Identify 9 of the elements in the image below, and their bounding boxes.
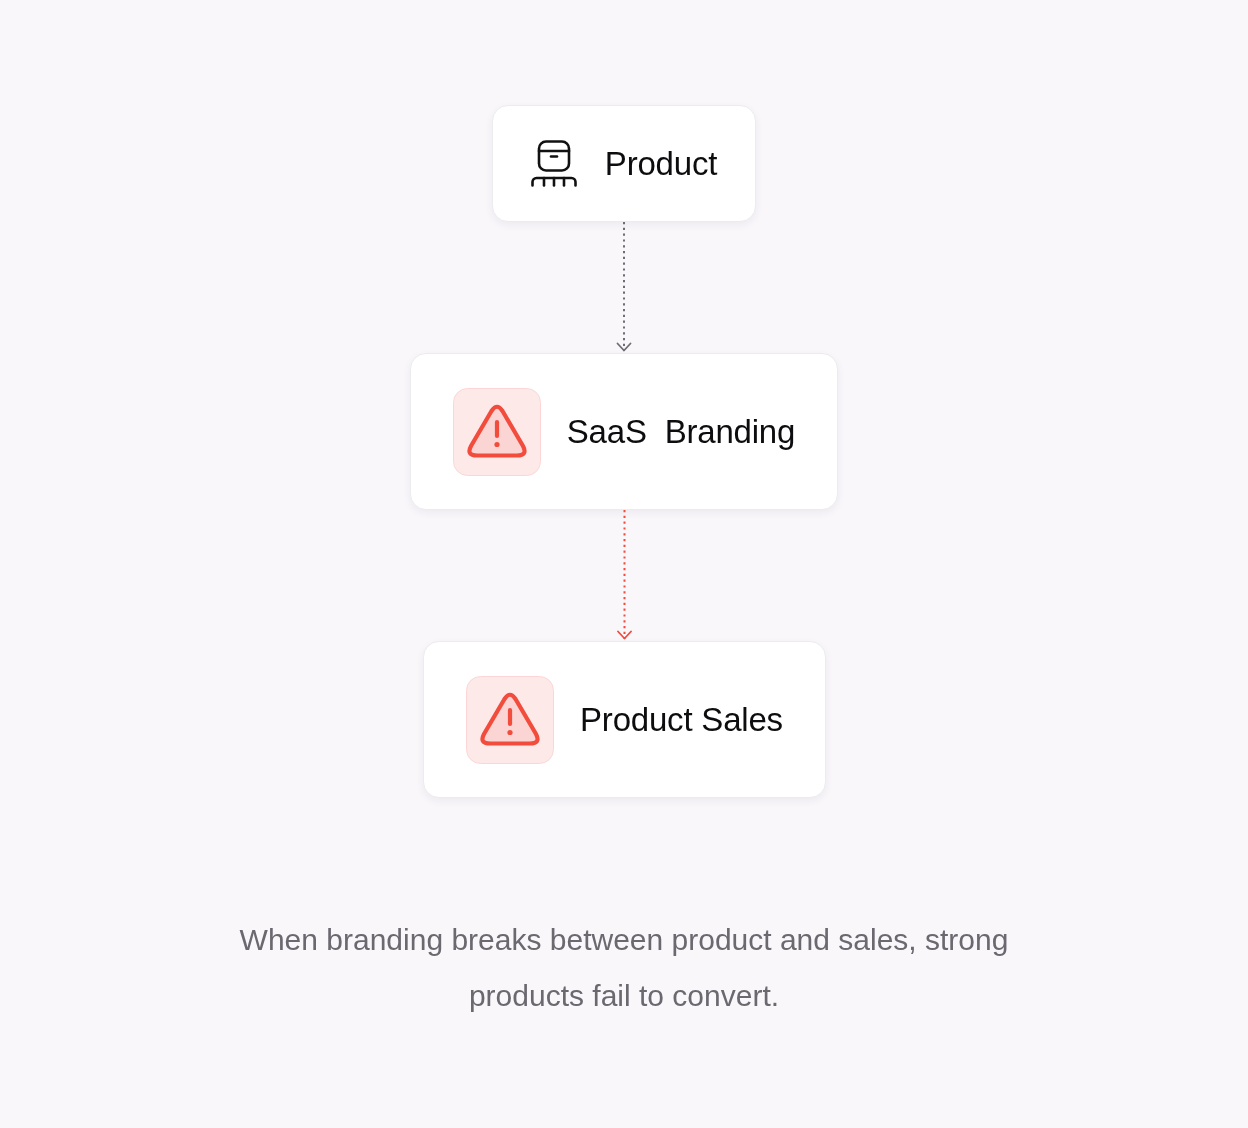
node-label: Product Sales bbox=[580, 700, 783, 739]
process-box bbox=[492, 105, 756, 222]
node-label: Product bbox=[604, 144, 718, 183]
node-label: SaaS Branding bbox=[566, 412, 796, 451]
arrow bbox=[617, 509, 632, 640]
caption: When branding breaks between product and sales, strong products fail to convert. bbox=[238, 922, 1010, 1014]
process-box bbox=[423, 641, 826, 798]
process-box bbox=[410, 353, 838, 510]
arrow bbox=[616, 221, 632, 352]
